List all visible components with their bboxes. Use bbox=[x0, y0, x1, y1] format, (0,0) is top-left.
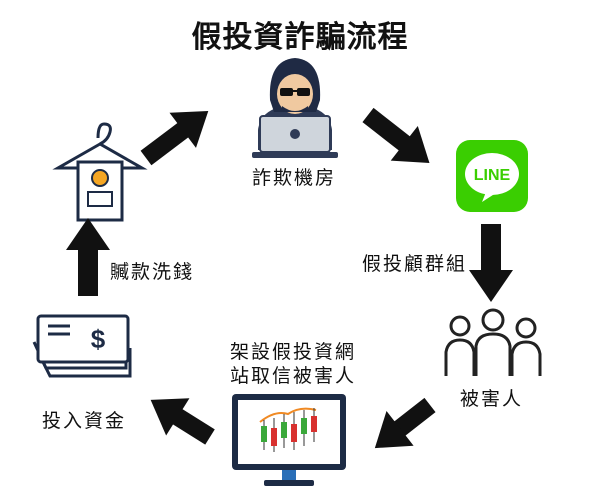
page-title: 假投資詐騙流程 bbox=[191, 20, 409, 55]
arrow-victims-to-site bbox=[361, 397, 436, 466]
arrow-cash-to-hanger bbox=[66, 218, 110, 296]
fraud-room-label: 詐欺機房 bbox=[252, 167, 337, 189]
hanger-laundry-icon bbox=[52, 122, 148, 222]
arrow-hanger-to-room bbox=[140, 93, 222, 166]
invest-label: 投入資金 bbox=[42, 410, 127, 432]
hacker-icon bbox=[252, 58, 338, 158]
victims-label: 被害人 bbox=[460, 388, 524, 410]
site-label-line1: 架設假投資網 bbox=[230, 341, 357, 363]
line-app-icon: LINE bbox=[456, 140, 528, 212]
arrow-room-to-line bbox=[362, 107, 444, 181]
arrow-site-to-cash bbox=[138, 381, 215, 445]
stock-monitor-icon bbox=[232, 394, 346, 486]
arrow-line-to-victims bbox=[469, 224, 513, 302]
site-label-line2: 站取信被害人 bbox=[230, 365, 357, 387]
group-label: 假投顧群組 bbox=[362, 253, 468, 275]
line-logo-text: LINE bbox=[474, 167, 511, 184]
victims-group-icon bbox=[444, 308, 542, 376]
cash-stack-icon: $ bbox=[32, 314, 132, 378]
svg-text:$: $ bbox=[91, 324, 106, 354]
launder-label: 贓款洗錢 bbox=[110, 261, 195, 283]
